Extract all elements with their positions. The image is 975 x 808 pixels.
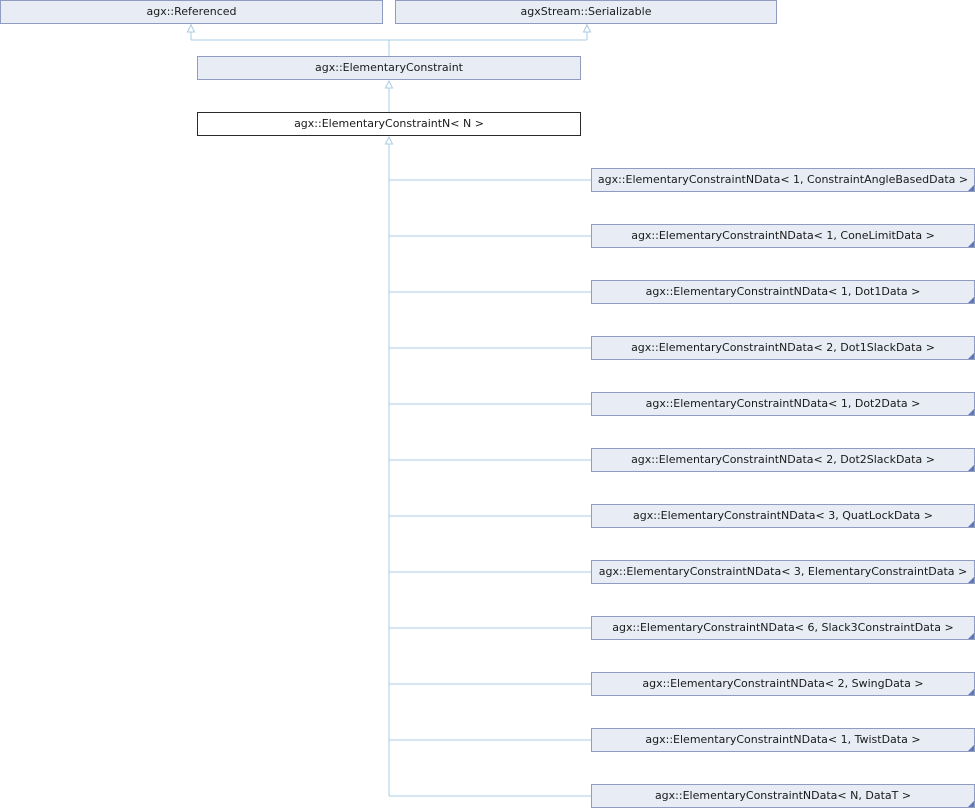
arrowhead-current [384,135,394,145]
node-corner-marker-icon [968,689,974,695]
node-child-elementary-constraint-ndata[interactable]: agx::ElementaryConstraintNData< N, DataT… [591,784,975,808]
node-child-label: agx::ElementaryConstraintNData< 2, Dot2S… [631,453,935,466]
node-child-elementary-constraint-ndata[interactable]: agx::ElementaryConstraintNData< 1, Dot2D… [591,392,975,416]
node-child-elementary-constraint-ndata[interactable]: agx::ElementaryConstraintNData< 3, QuatL… [591,504,975,528]
node-child-label: agx::ElementaryConstraintNData< 3, QuatL… [633,509,933,522]
node-child-label: agx::ElementaryConstraintNData< N, DataT… [654,789,912,802]
node-agx-elementary-constraint[interactable]: agx::ElementaryConstraint [197,56,581,80]
node-corner-marker-icon [968,409,974,415]
node-child-elementary-constraint-ndata[interactable]: agx::ElementaryConstraintNData< 6, Slack… [591,616,975,640]
arrowhead-referenced [186,23,196,33]
node-child-label: agx::ElementaryConstraintNData< 1, Dot2D… [645,397,921,410]
node-corner-marker-icon [968,801,974,807]
node-corner-marker-icon [968,185,974,191]
node-corner-marker-icon [968,353,974,359]
node-child-elementary-constraint-ndata[interactable]: agx::ElementaryConstraintNData< 1, Twist… [591,728,975,752]
node-corner-marker-icon [968,521,974,527]
node-child-label: agx::ElementaryConstraintNData< 6, Slack… [612,621,954,634]
node-child-elementary-constraint-ndata[interactable]: agx::ElementaryConstraintNData< 2, Swing… [591,672,975,696]
node-child-elementary-constraint-ndata[interactable]: agx::ElementaryConstraintNData< 1, Const… [591,168,975,192]
node-agx-elementary-constraint-n-current: agx::ElementaryConstraintN< N > [197,112,581,136]
node-corner-marker-icon [968,577,974,583]
node-child-label: agx::ElementaryConstraintNData< 1, ConeL… [631,229,935,242]
node-corner-marker-icon [968,745,974,751]
node-child-label: agx::ElementaryConstraintNData< 1, Dot1D… [645,285,921,298]
node-child-label: agx::ElementaryConstraintNData< 2, Dot1S… [631,341,935,354]
node-agx-referenced[interactable]: agx::Referenced [0,0,383,24]
node-child-label: agx::ElementaryConstraintNData< 1, Const… [597,173,969,186]
node-child-elementary-constraint-ndata[interactable]: agx::ElementaryConstraintNData< 1, Dot1D… [591,280,975,304]
node-corner-marker-icon [968,465,974,471]
node-child-elementary-constraint-ndata[interactable]: agx::ElementaryConstraintNData< 2, Dot1S… [591,336,975,360]
arrowhead-parent [384,79,394,89]
node-corner-marker-icon [968,241,974,247]
arrowhead-serializable [582,23,592,33]
node-corner-marker-icon [968,297,974,303]
node-child-elementary-constraint-ndata[interactable]: agx::ElementaryConstraintNData< 2, Dot2S… [591,448,975,472]
node-agxstream-serializable[interactable]: agxStream::Serializable [395,0,777,24]
node-child-label: agx::ElementaryConstraintNData< 1, Twist… [645,733,921,746]
node-child-label: agx::ElementaryConstraintNData< 3, Eleme… [598,565,968,578]
node-child-label: agx::ElementaryConstraintNData< 2, Swing… [642,677,924,690]
node-child-elementary-constraint-ndata[interactable]: agx::ElementaryConstraintNData< 1, ConeL… [591,224,975,248]
node-corner-marker-icon [968,633,974,639]
node-child-elementary-constraint-ndata[interactable]: agx::ElementaryConstraintNData< 3, Eleme… [591,560,975,584]
